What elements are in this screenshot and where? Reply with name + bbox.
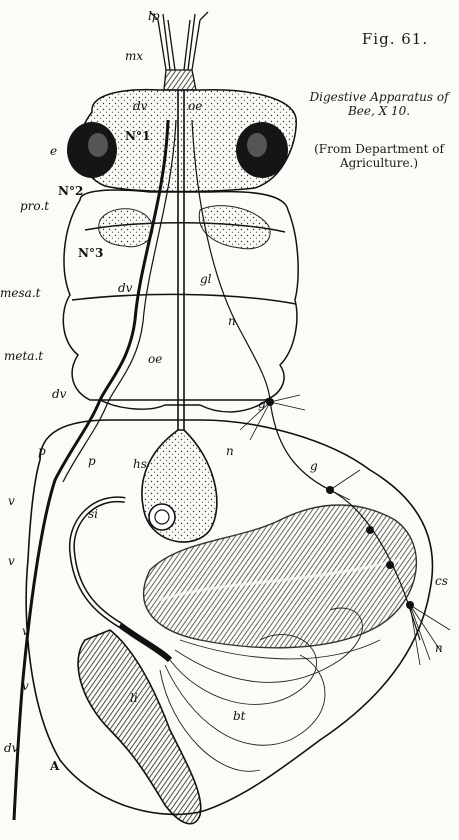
label-n-right: n [435, 641, 443, 655]
label-dv-thorax: dv [118, 281, 133, 295]
label-n1: N°1 [125, 129, 150, 143]
label-n3: N°3 [78, 246, 103, 260]
figure-title: Digestive Apparatus of Bee, X 10. [300, 90, 458, 118]
label-p-mid: p [88, 454, 96, 468]
label-v2: v [8, 554, 15, 568]
label-hs: hs [133, 457, 147, 471]
label-si: si [88, 507, 98, 521]
label-oe-mid: oe [148, 352, 162, 366]
label-mx: mx [125, 49, 143, 63]
label-li: li [130, 691, 138, 705]
label-A: A [49, 759, 60, 773]
label-e: e [50, 144, 57, 158]
label-pro-t: pro.t [20, 199, 49, 213]
label-g-waist: g [258, 397, 266, 411]
mouthparts [150, 12, 208, 90]
label-g-right: g [310, 459, 318, 473]
label-p-left: p [38, 444, 46, 458]
proventriculus [149, 504, 175, 530]
label-bt: bt [233, 709, 246, 723]
head [67, 90, 296, 192]
label-meta-t: meta.t [4, 349, 43, 363]
label-dv-bottom: dv [4, 741, 19, 755]
label-v3: v [22, 624, 29, 638]
label-mesa-t: mesa.t [0, 286, 41, 300]
label-gl: gl [200, 272, 212, 286]
label-dv-waist: dv [52, 387, 67, 401]
label-oe-head: oe [188, 99, 202, 113]
figure-source: (From Department of Agriculture.) [300, 142, 458, 170]
label-lp: lp [148, 9, 160, 23]
label-n2: N°2 [58, 184, 83, 198]
label-v1: v [8, 494, 15, 508]
figure-number: Fig. 61. [340, 30, 450, 48]
label-cs: cs [435, 574, 448, 588]
label-n-mid: n [228, 314, 236, 328]
label-n-abd: n [226, 444, 234, 458]
label-dv-head: dv [133, 99, 148, 113]
label-v4: v [22, 679, 29, 693]
